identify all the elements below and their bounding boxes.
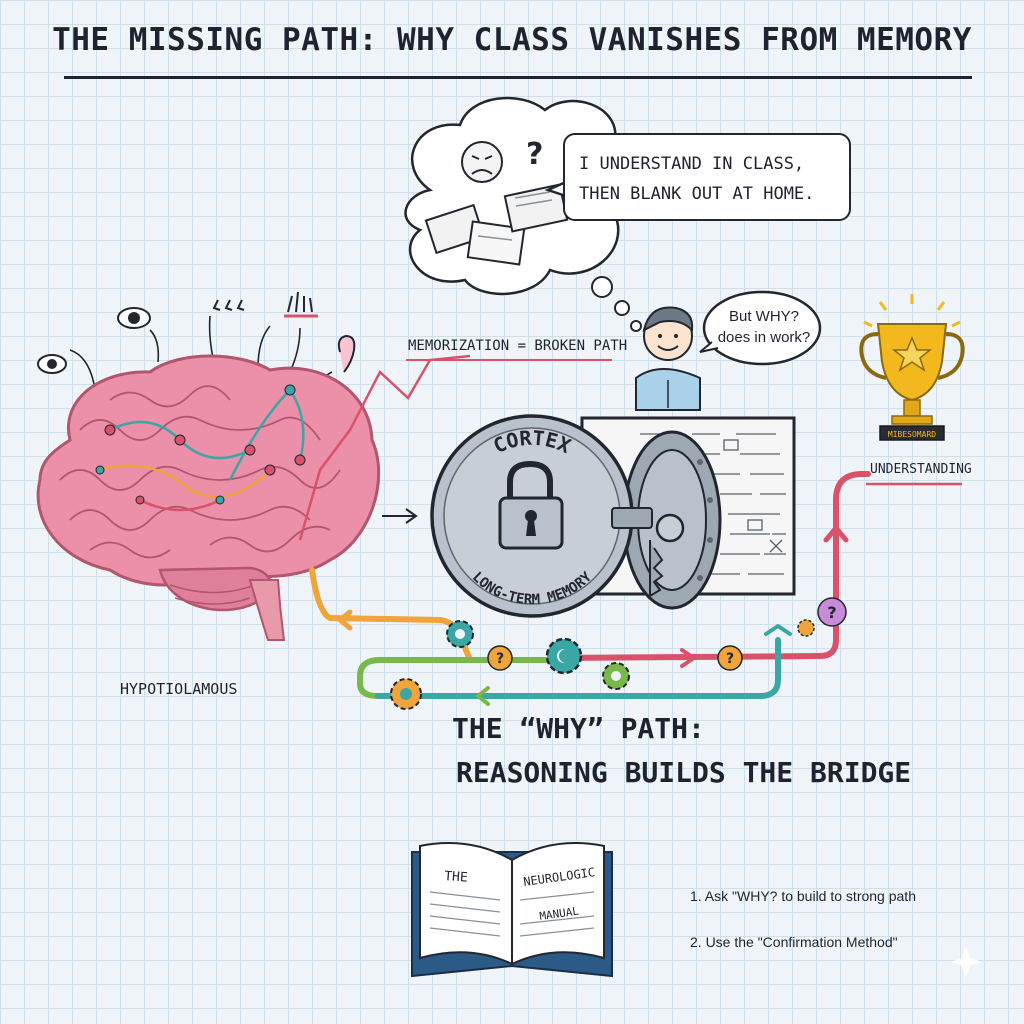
- understanding-label: UNDERSTANDING: [870, 462, 972, 477]
- why-path-subtitle: REASONING BUILDS THE BRIDGE: [456, 756, 912, 789]
- eye-icon: [37, 354, 67, 374]
- question-mark-glyph: ?: [496, 651, 504, 667]
- title-underline: [64, 76, 972, 79]
- touch-icon: [284, 291, 318, 318]
- question-icon: [717, 645, 743, 671]
- speech-bubble: I UNDERSTAND IN CLASS, THEN BLANK OUT AT…: [563, 133, 851, 221]
- memorization-label: MEMORIZATION = BROKEN PATH: [408, 338, 628, 354]
- speech-bubble-tail: [544, 180, 567, 198]
- question-mark-glyph: ?: [827, 603, 836, 622]
- page-title: THE MISSING PATH: WHY CLASS VANISHES FRO…: [52, 22, 972, 58]
- sparkle-icon: [950, 946, 982, 978]
- to-vault-arrow: [382, 508, 418, 524]
- thought-question-mark: ?: [526, 137, 543, 172]
- gear-icon: [446, 620, 474, 648]
- tip-item-1: 1. Ask "WHY? to build to strong path: [690, 888, 916, 904]
- gear-icon: [602, 662, 630, 690]
- question-icon: [559, 649, 573, 663]
- sad-face-icon: [461, 141, 503, 183]
- question-mark-glyph: ?: [726, 651, 734, 667]
- trophy-icon: [859, 294, 965, 441]
- padlock-icon: [498, 460, 564, 550]
- eye-icon: [117, 307, 151, 329]
- tip-item-2: 2. Use the "Confirmation Method": [690, 934, 898, 950]
- book-right-text-2: MANUAL: [539, 905, 581, 923]
- student-question-bubble: [699, 290, 822, 366]
- sound-marks-icon: [212, 299, 245, 311]
- scattered-papers-icon: [424, 183, 569, 266]
- question-icon: [487, 645, 513, 671]
- why-path-title: THE “WHY” PATH:: [452, 712, 705, 745]
- brain-label: HYPOTIOLAMOUS: [120, 680, 238, 698]
- trophy-plaque: MIBESOMARD: [888, 430, 936, 439]
- question-icon: [817, 597, 847, 627]
- student-question: But WHY? does in work?: [717, 308, 811, 346]
- key-icon: [611, 507, 685, 598]
- gear-icon: [797, 619, 815, 637]
- ear-icon: [337, 334, 356, 373]
- brain-illustration: [36, 354, 381, 641]
- book-icon: [411, 842, 613, 978]
- gear-icon: [390, 678, 422, 710]
- book-left-text: THE: [444, 869, 468, 886]
- student-figure: [635, 306, 701, 411]
